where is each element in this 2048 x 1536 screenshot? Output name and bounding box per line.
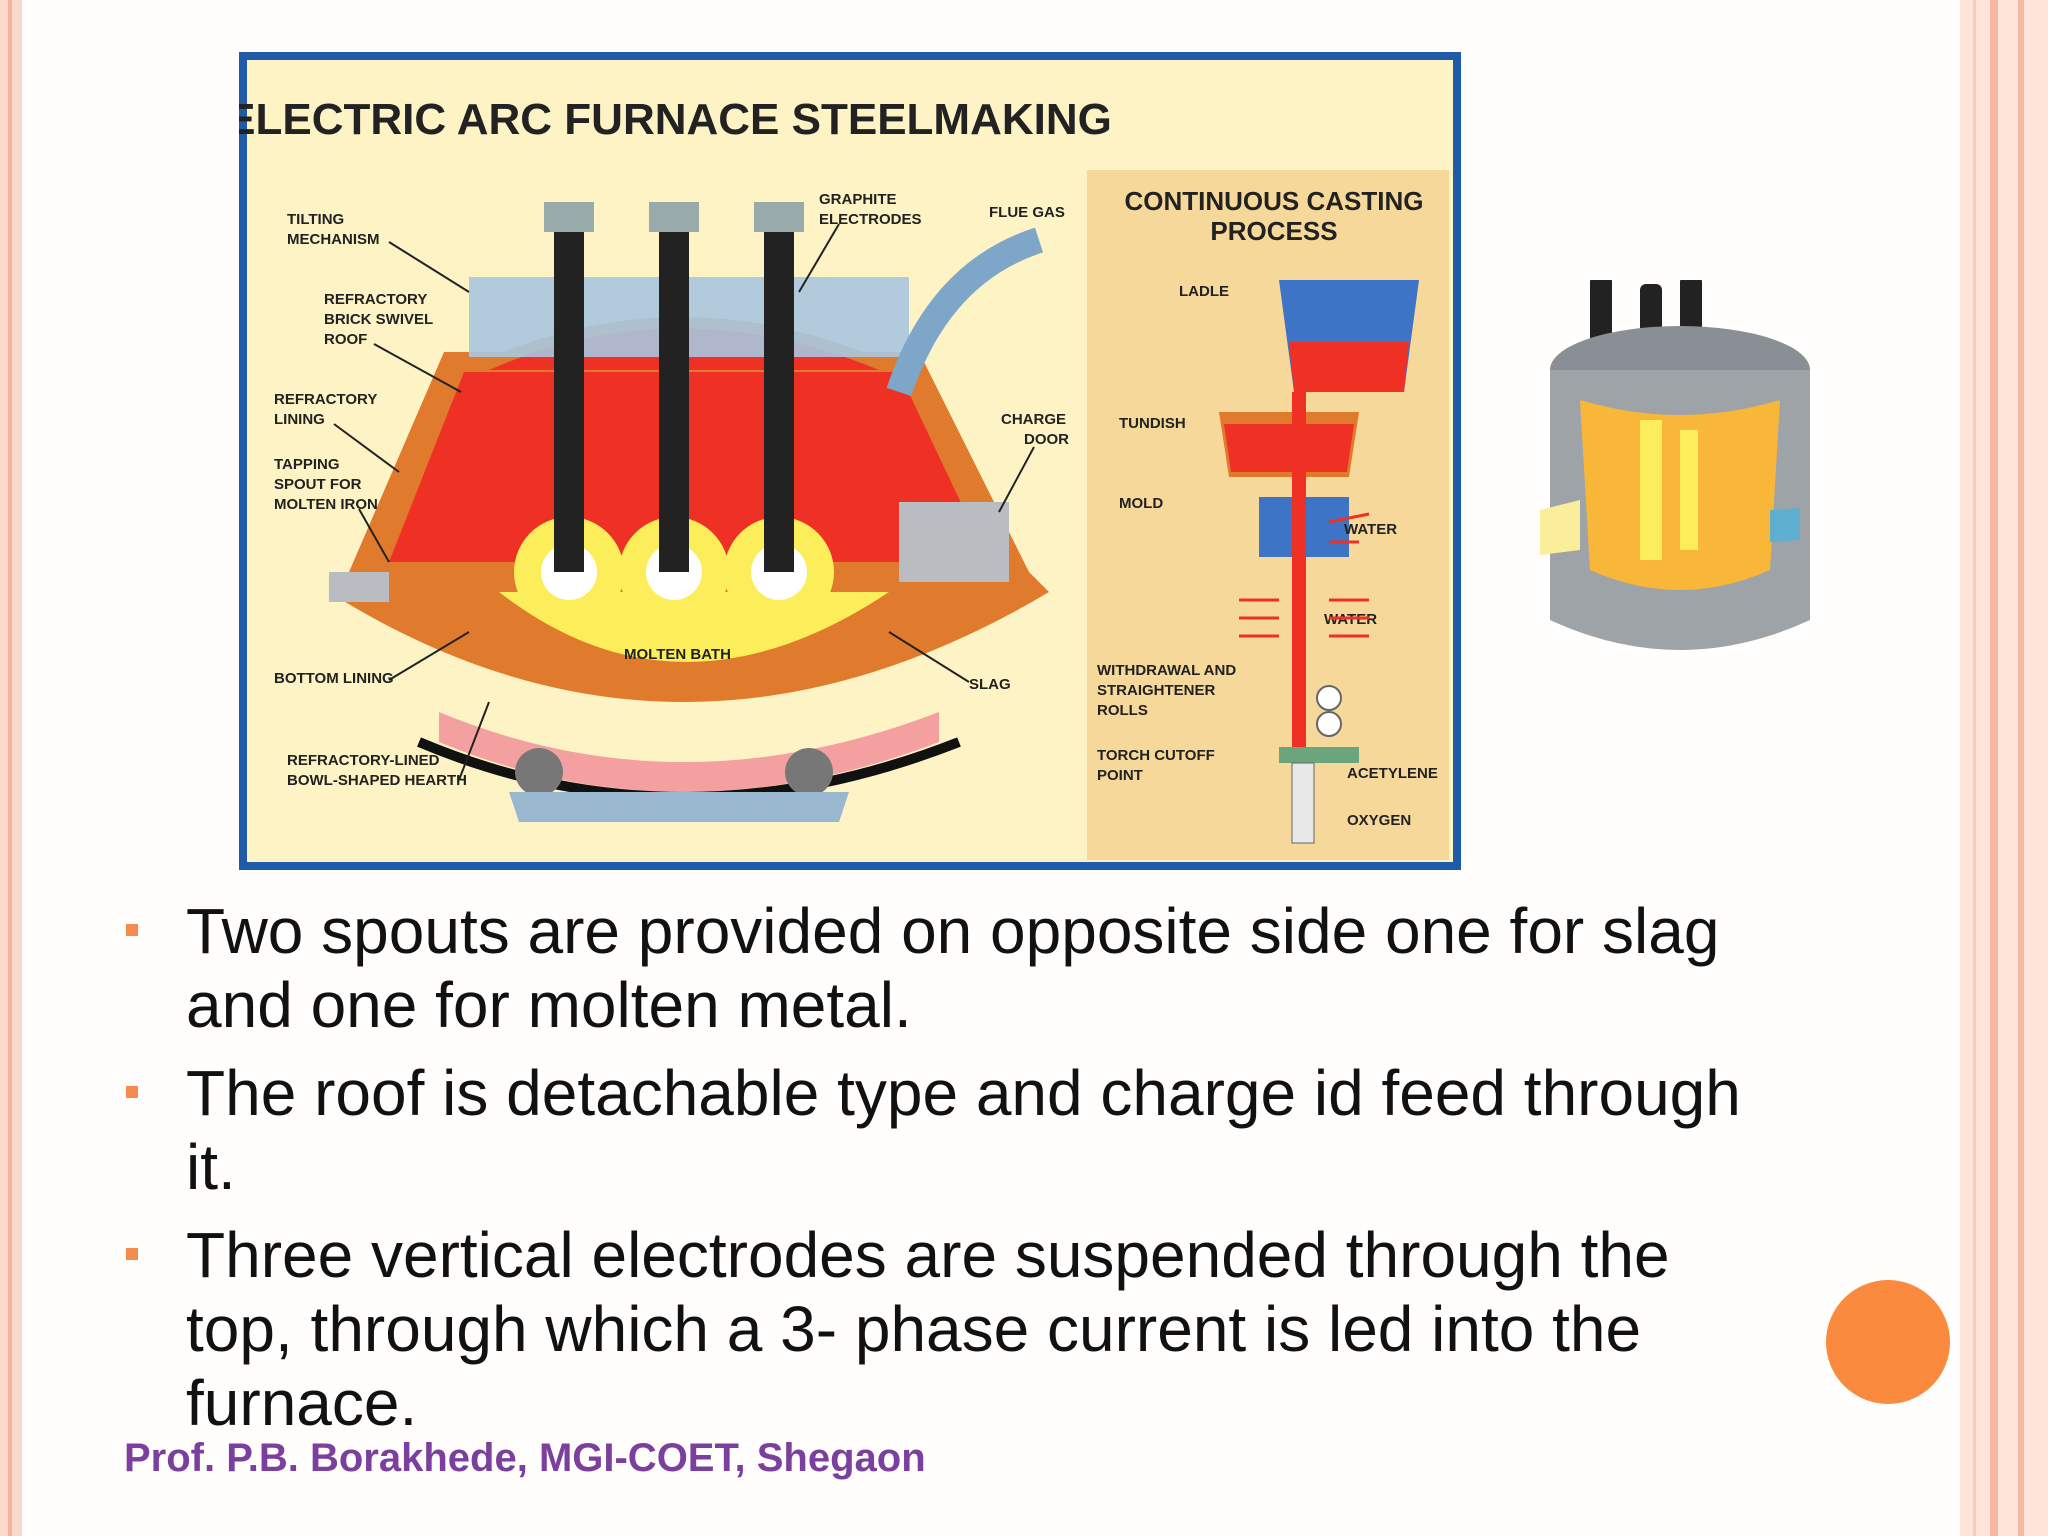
eaf-diagram: ELECTRIC ARC FURNACE STEELMAKING xyxy=(239,52,1461,870)
label-flue-gas: FLUE GAS xyxy=(989,204,1065,221)
label-charge-door: DOOR xyxy=(1024,431,1069,448)
left-border-line xyxy=(8,0,12,1536)
label-hearth: BOWL-SHAPED HEARTH xyxy=(287,772,467,789)
bullet-text: Two spouts are provided on opposite side… xyxy=(186,895,1720,967)
bullet-item: Three vertical electrodes are suspended … xyxy=(118,1218,1878,1440)
label-withdrawal: WITHDRAWAL AND xyxy=(1097,662,1236,679)
label-bottom-lining: BOTTOM LINING xyxy=(274,670,394,687)
label-tilting: TILTING xyxy=(287,211,344,228)
diagram-title: ELECTRIC ARC FURNACE STEELMAKING xyxy=(239,95,1112,144)
label-ladle: LADLE xyxy=(1179,283,1229,300)
label-refractory-lining: REFRACTORY xyxy=(274,391,377,408)
label-refractory-lining: LINING xyxy=(274,411,325,428)
label-torch: TORCH CUTOFF xyxy=(1097,747,1215,764)
bullet-marker xyxy=(126,924,138,936)
right-border-line xyxy=(1973,0,1976,1536)
label-refractory-brick: ROOF xyxy=(324,331,367,348)
label-slag: SLAG xyxy=(969,676,1011,693)
decorative-circle xyxy=(1826,1280,1950,1404)
bullet-list: Two spouts are provided on opposite side… xyxy=(118,894,1878,1454)
bullet-text: furnace. xyxy=(186,1367,418,1439)
label-refractory-brick: REFRACTORY xyxy=(324,291,427,308)
label-hearth: REFRACTORY-LINED xyxy=(287,752,440,769)
casting-process xyxy=(1219,280,1419,844)
label-withdrawal: STRAIGHTENER xyxy=(1097,682,1216,699)
label-graphite: GRAPHITE xyxy=(819,191,897,208)
label-oxygen: OXYGEN xyxy=(1347,812,1411,829)
footer-credit: Prof. P.B. Borakhede, MGI-COET, Shegaon xyxy=(124,1436,926,1480)
bullet-text: Three vertical electrodes are suspended … xyxy=(186,1219,1670,1291)
label-mold: MOLD xyxy=(1119,495,1163,512)
bullet-text: top, through which a 3- phase current is… xyxy=(186,1293,1642,1365)
label-refractory-brick: BRICK SWIVEL xyxy=(324,311,433,328)
bullet-marker xyxy=(126,1248,138,1260)
furnace xyxy=(329,202,1049,822)
bullet-marker xyxy=(126,1086,138,1098)
label-tapping: SPOUT FOR xyxy=(274,476,362,493)
right-border-line xyxy=(1990,0,1998,1536)
label-charge-door: CHARGE xyxy=(1001,411,1066,428)
label-tapping: TAPPING xyxy=(274,456,340,473)
bullet-item: Two spouts are provided on opposite side… xyxy=(118,894,1878,1042)
bullet-text: The roof is detachable type and charge i… xyxy=(186,1057,1741,1129)
label-molten-bath: MOLTEN BATH xyxy=(624,646,731,663)
casting-title: PROCESS xyxy=(1210,216,1337,246)
furnace-cylinder-illustration xyxy=(1540,280,1810,650)
bullet-item: The roof is detachable type and charge i… xyxy=(118,1056,1878,1204)
label-graphite: ELECTRODES xyxy=(819,211,922,228)
casting-title: CONTINUOUS CASTING xyxy=(1125,186,1424,216)
label-acetylene: ACETYLENE xyxy=(1347,765,1438,782)
label-tapping: MOLTEN IRON xyxy=(274,496,378,513)
label-torch: POINT xyxy=(1097,767,1143,784)
label-tilting: MECHANISM xyxy=(287,231,380,248)
label-withdrawal: ROLLS xyxy=(1097,702,1148,719)
label-water: WATER xyxy=(1344,521,1397,538)
label-tundish: TUNDISH xyxy=(1119,415,1186,432)
bullet-text: and one for molten metal. xyxy=(186,969,912,1041)
right-border-line xyxy=(2018,0,2024,1536)
bullet-text: it. xyxy=(186,1131,236,1203)
